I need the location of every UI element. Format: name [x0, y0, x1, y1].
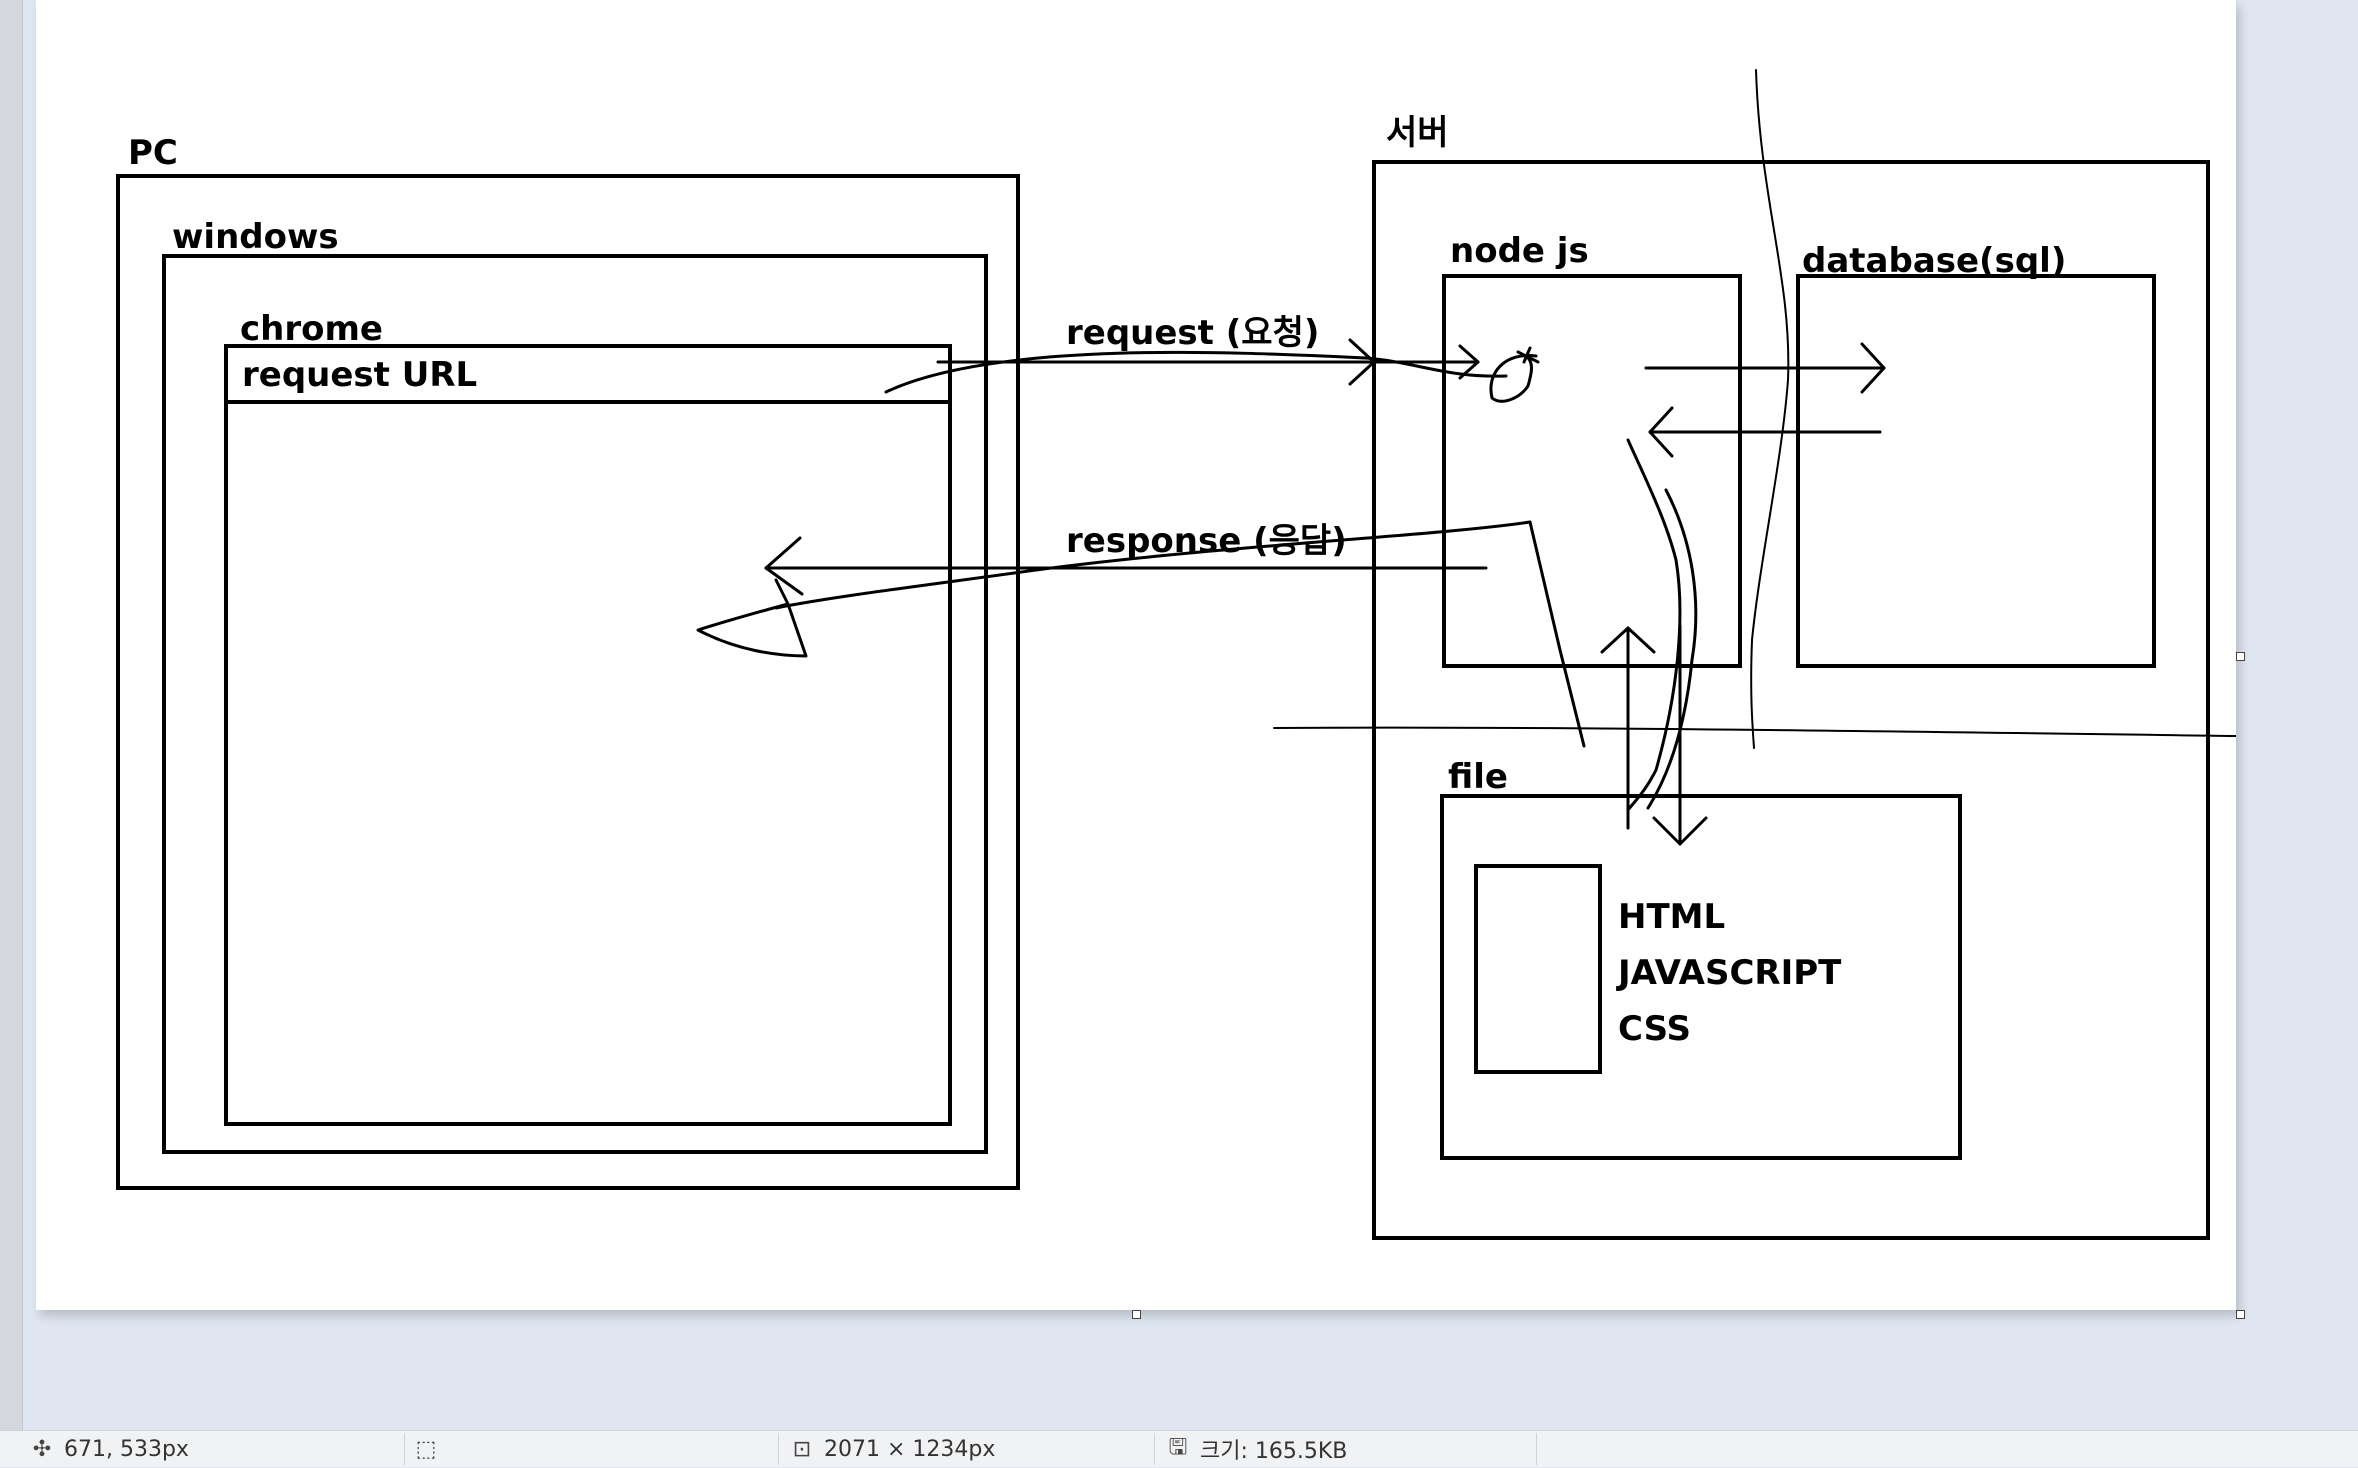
diagram: PC windows chrome request URL request (요…	[116, 69, 2236, 1240]
file-size: 🖫 크기: 165.5KB	[1166, 1431, 1348, 1467]
file-label: file	[1448, 757, 1508, 797]
request-label: request (요청)	[1066, 313, 1319, 353]
cursor-position-value: 671, 533px	[64, 1436, 189, 1462]
vertical-divider	[1750, 69, 1790, 749]
resize-handle-right[interactable]	[2236, 652, 2245, 661]
status-separator	[1536, 1433, 1537, 1465]
nodejs-box	[1442, 274, 1742, 668]
file-icon-box	[1474, 864, 1602, 1074]
canvas-size-value: 2071 × 1234px	[824, 1436, 996, 1462]
status-bar: ✣ 671, 533px ⬚ ⊡ 2071 × 1234px 🖫 크기: 165…	[0, 1430, 2358, 1467]
server-box	[1372, 160, 2210, 1240]
pc-label: PC	[128, 133, 178, 173]
selection-icon: ⬚	[415, 1436, 437, 1462]
status-separator	[778, 1433, 779, 1465]
windows-box	[162, 254, 988, 1154]
database-label: database(sql)	[1802, 241, 2066, 281]
cursor-position: ✣ 671, 533px	[30, 1431, 189, 1467]
request-url-label: request URL	[242, 355, 477, 395]
response-label: response (응답)	[1066, 521, 1347, 561]
canvas-size: ⊡ 2071 × 1234px	[790, 1431, 996, 1467]
windows-label: windows	[172, 217, 339, 257]
image-size-icon: ⊡	[792, 1436, 812, 1462]
file-size-value: 크기: 165.5KB	[1200, 1439, 1348, 1464]
nodejs-label: node js	[1450, 231, 1589, 271]
response-scribble	[774, 520, 1532, 610]
selection-size: ⬚	[414, 1431, 438, 1467]
drawing-canvas[interactable]: PC windows chrome request URL request (요…	[36, 0, 2236, 1310]
database-box	[1796, 274, 2156, 668]
file-box	[1440, 794, 1962, 1160]
request-scribble	[884, 350, 1508, 394]
chrome-box	[224, 344, 952, 1126]
crosshair-move-icon: ✣	[32, 1436, 52, 1462]
resize-handle-bottom[interactable]	[1132, 1310, 1141, 1319]
disk-icon: 🖫	[1168, 1435, 1188, 1460]
horizontal-divider	[1273, 726, 2236, 737]
status-separator	[404, 1433, 405, 1465]
server-label: 서버	[1386, 113, 1449, 153]
pc-box	[116, 174, 1020, 1190]
css-label: CSS	[1618, 1009, 1691, 1049]
html-label: HTML	[1618, 897, 1725, 937]
javascript-label: JAVASCRIPT	[1616, 953, 1842, 993]
chrome-label: chrome	[240, 309, 383, 349]
left-ruler	[0, 0, 23, 1430]
status-separator	[1154, 1433, 1155, 1465]
resize-handle-corner[interactable]	[2236, 1310, 2245, 1319]
